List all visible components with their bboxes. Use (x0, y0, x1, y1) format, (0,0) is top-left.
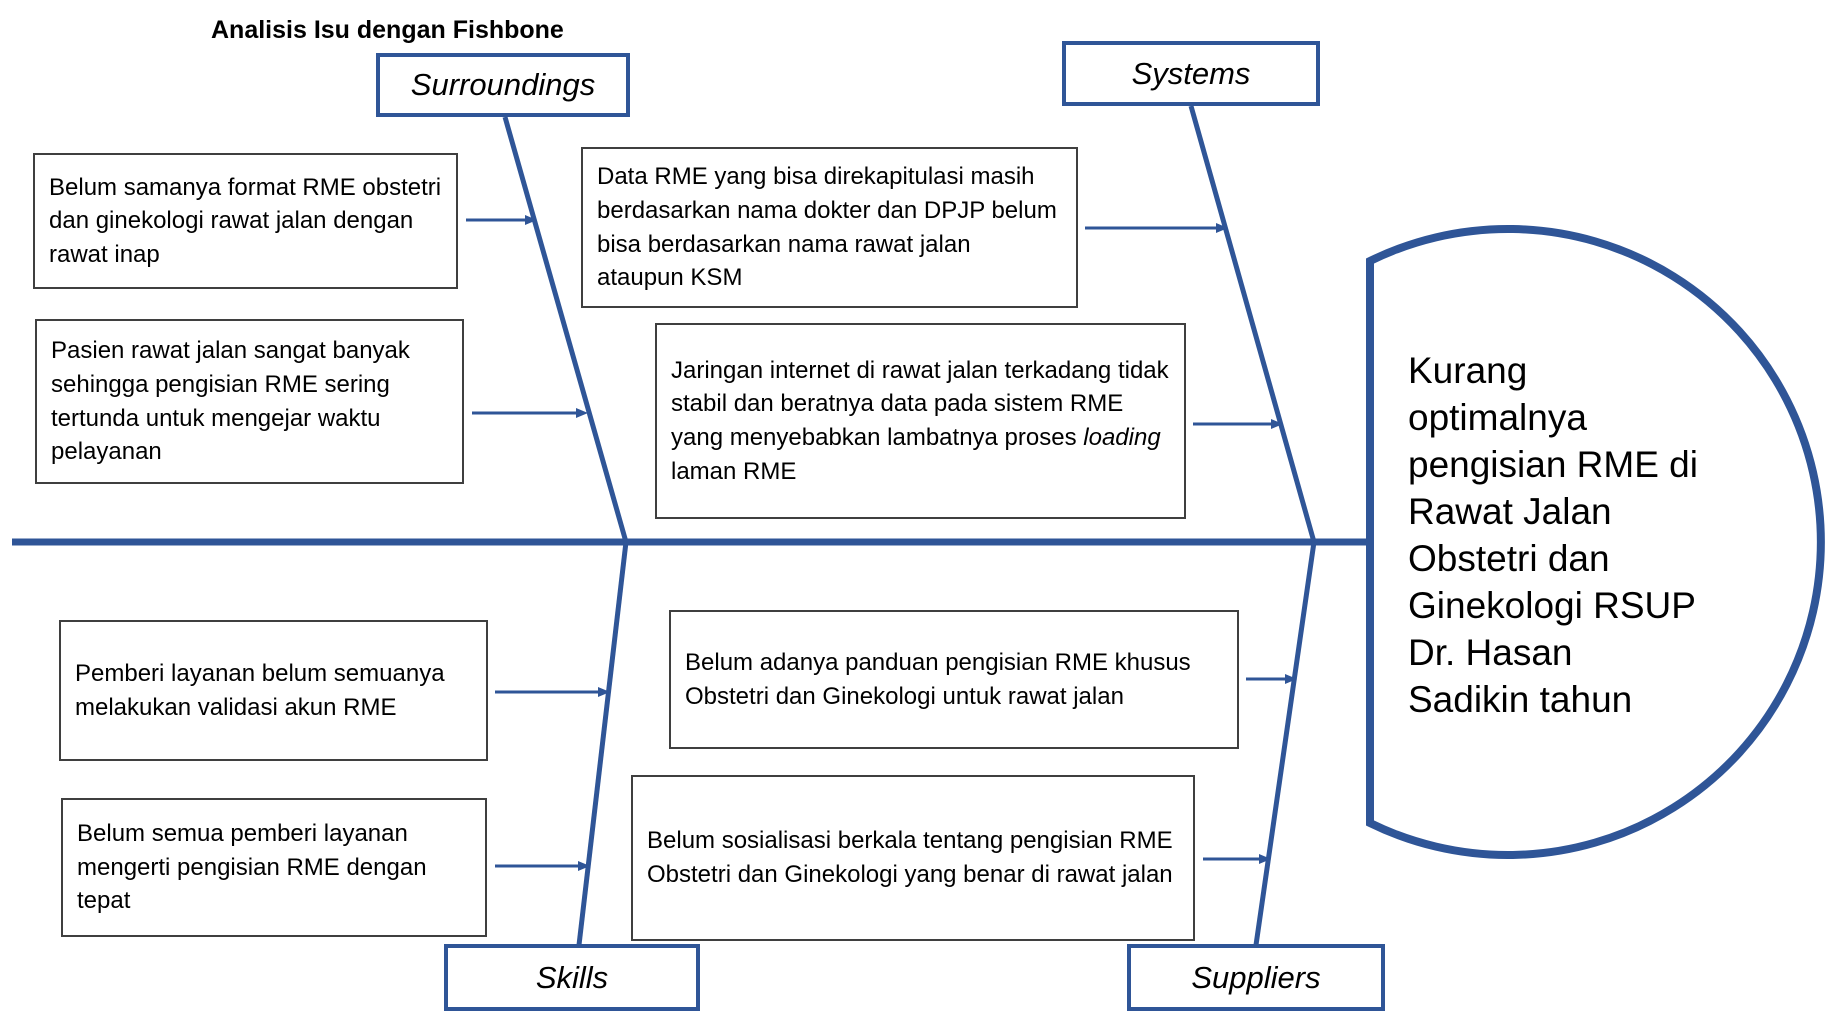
cause-box-skills-validasi: Pemberi layanan belum semuanya melakukan… (59, 620, 488, 761)
effect-text-line: Kurang (1408, 350, 1528, 391)
cause-text: Jaringan internet di rawat jalan terkada… (671, 354, 1170, 488)
systems-bone-line (1188, 105, 1317, 543)
effect-text-line: Sadikin tahun (1408, 678, 1633, 720)
category-label-suppliers: Suppliers (1191, 959, 1321, 995)
cause-text: Data RME yang bisa direkapitulasi masih … (597, 163, 1057, 292)
effect-head-shape (1366, 225, 1825, 859)
cause-text: Belum sosialisasi berkala tentang pengis… (647, 827, 1173, 888)
effect-text-line: optimalnya (1408, 396, 1587, 438)
effect-text-line: pengisian RME di (1408, 443, 1698, 485)
effect-text-line: Ginekologi RSUP (1408, 584, 1696, 626)
cause-box-systems-data: Data RME yang bisa direkapitulasi masih … (581, 147, 1078, 308)
cause-box-systems-internet: Jaringan internet di rawat jalan terkada… (655, 323, 1186, 519)
cause-text: Pasien rawat jalan sangat banyak sehingg… (51, 337, 410, 466)
cause-box-skills-pengisian: Belum semua pemberi layanan mengerti pen… (61, 798, 487, 937)
surroundings-bone-line (502, 116, 629, 543)
category-box-systems: Systems (1062, 41, 1320, 106)
category-label-surroundings: Surroundings (410, 67, 596, 102)
cause-text-italic: loading (1083, 424, 1161, 451)
cause-text-part2: laman RME (671, 457, 797, 485)
category-label-systems: Systems (1131, 55, 1251, 91)
cause-box-surroundings-pasien: Pasien rawat jalan sangat banyak sehingg… (35, 319, 464, 484)
category-box-surroundings: Surroundings (376, 53, 630, 117)
cause-text: Belum samanya format RME obstetri dan gi… (49, 173, 442, 268)
cause-text: Belum adanya panduan pengisian RME khusu… (685, 648, 1191, 710)
cause-text: Pemberi layanan belum semuanya melakukan… (75, 659, 445, 721)
cause-text: Belum semua pemberi layanan mengerti pen… (77, 820, 427, 915)
cause-box-suppliers-panduan: Belum adanya panduan pengisian RME khusu… (669, 610, 1239, 749)
cause-box-surroundings-format: Belum samanya format RME obstetri dan gi… (33, 153, 458, 289)
effect-text: Kurang optimalnya pengisian RME di Rawat… (1408, 348, 1738, 724)
category-box-suppliers: Suppliers (1127, 944, 1385, 1011)
suppliers-bone-line (1253, 541, 1317, 946)
skills-bone-line (576, 541, 629, 946)
effect-text-line: Rawat Jalan (1408, 490, 1612, 532)
effect-text-line: Dr. Hasan (1408, 631, 1573, 673)
diagram-title: Analisis Isu dengan Fishbone (211, 16, 564, 44)
cause-text-part1: Jaringan internet di rawat jalan terkada… (671, 356, 1169, 451)
effect-text-line: Obstetri dan (1408, 537, 1610, 579)
category-label-skills: Skills (535, 959, 609, 995)
category-box-skills: Skills (444, 944, 700, 1011)
cause-box-suppliers-sosialisasi: Belum sosialisasi berkala tentang pengis… (631, 775, 1195, 941)
